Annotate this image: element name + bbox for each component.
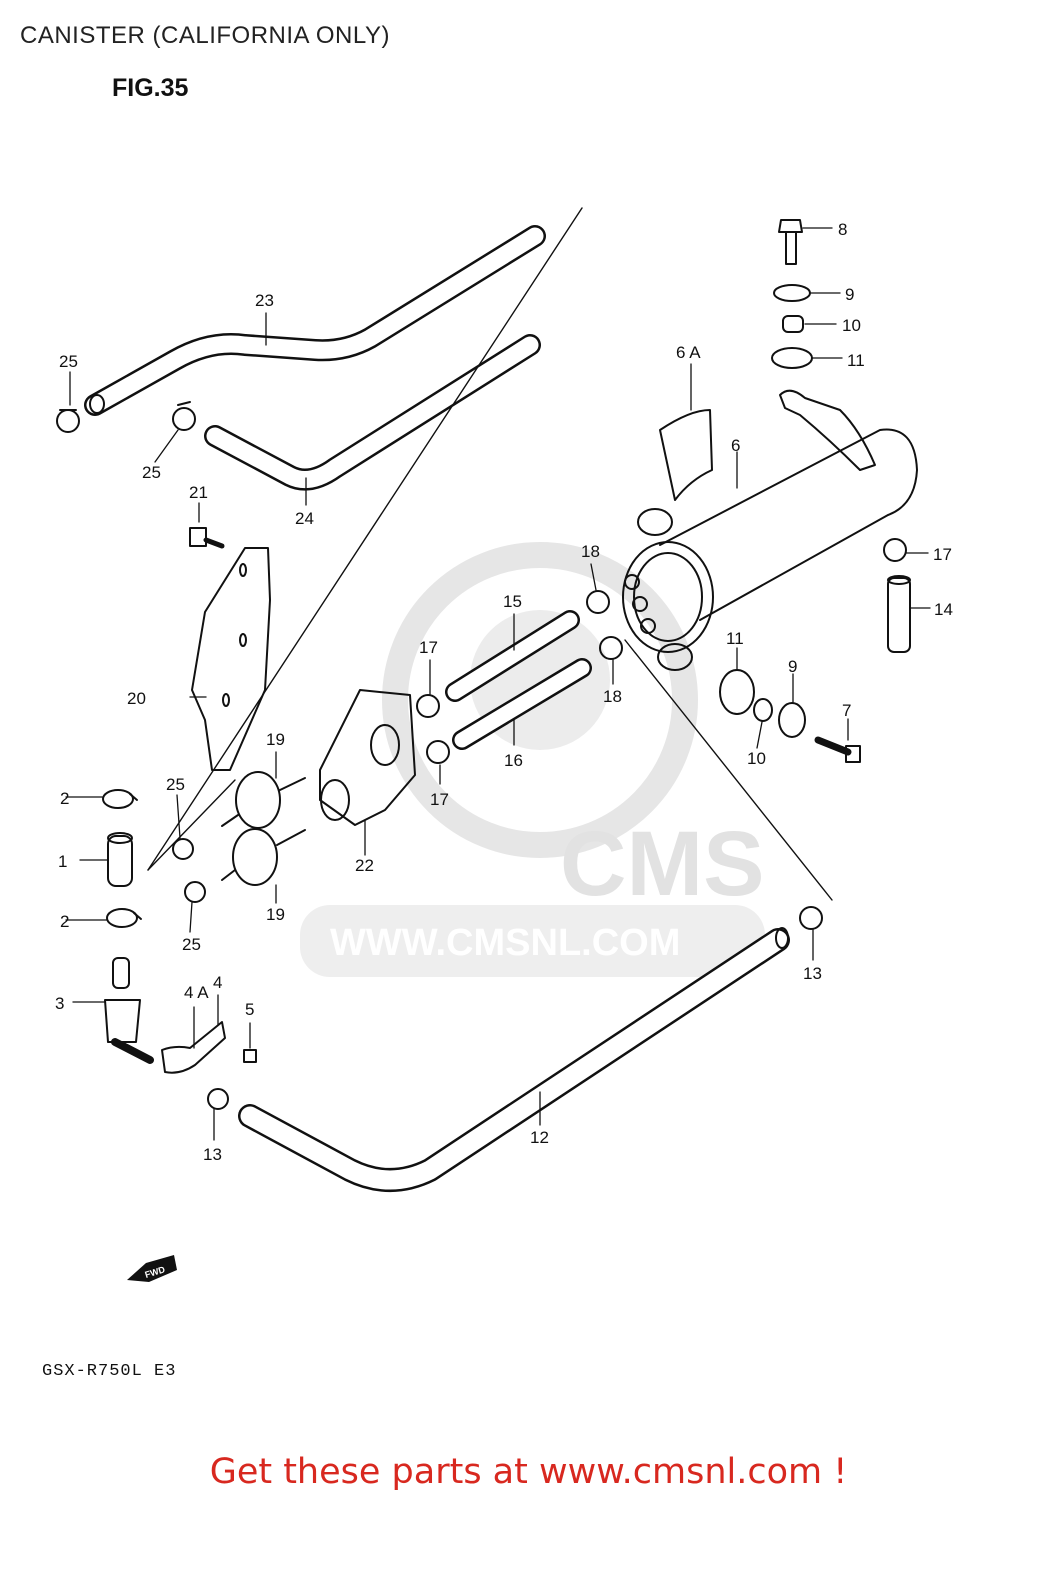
callout-3: 3 [55, 994, 64, 1013]
callout-4: 4 [213, 973, 222, 992]
callout-18a: 18 [581, 542, 600, 561]
callout-5: 5 [245, 1000, 254, 1019]
hose-12 [238, 927, 790, 1192]
hose-24 [204, 334, 541, 491]
callout-6: 6 [731, 436, 740, 455]
clamp-25-c [172, 838, 194, 860]
callout-4a: 4 A [184, 983, 209, 1002]
clamp-13-b [207, 1088, 229, 1110]
bracket-20 [191, 547, 271, 771]
hose-15 [445, 610, 580, 702]
callout-6a: 6 A [676, 343, 701, 362]
callout-24: 24 [295, 509, 314, 528]
callout-7: 7 [842, 701, 851, 720]
callout-25d: 25 [182, 935, 201, 954]
clamp-25-b [172, 401, 196, 431]
callouts: 1 2 2 3 4 A 4 5 6 A 6 7 8 9 9 10 10 11 1… [55, 220, 953, 1164]
hose-23 [84, 225, 546, 416]
bracket-4 [161, 1021, 226, 1074]
model-code: GSX-R750L E3 [42, 1362, 177, 1381]
hose-14 [887, 575, 911, 653]
figure-number: FIG.35 [112, 74, 189, 102]
clamp-18-a [586, 590, 610, 614]
bolt-7 [814, 736, 852, 756]
clamp-25-d [184, 881, 206, 903]
hose-1 [107, 832, 133, 887]
valve-3 [104, 957, 154, 1064]
watermark-logo: CMS [560, 813, 764, 915]
callout-25c: 25 [166, 775, 185, 794]
valve-19-top [221, 771, 306, 829]
callout-12: 12 [530, 1128, 549, 1147]
hose-16 [452, 658, 592, 750]
watermark: CMS WWW.CMSNL.COM [300, 542, 765, 977]
callout-10b: 10 [747, 749, 766, 768]
valve-19-bottom [221, 828, 306, 886]
callout-21: 21 [189, 483, 208, 502]
washer-9-bottom [778, 702, 806, 738]
callout-17b: 17 [419, 638, 438, 657]
callout-16: 16 [504, 751, 523, 770]
callout-10a: 10 [842, 316, 861, 335]
callout-20: 20 [127, 689, 146, 708]
clamp-18-b [599, 636, 623, 660]
clamp-2-top [102, 789, 138, 809]
callout-23: 23 [255, 291, 274, 310]
grommet-11-bottom [719, 669, 755, 715]
clamp-17-a [883, 538, 907, 562]
watermark-url: WWW.CMSNL.COM [330, 922, 680, 964]
buy-parts-link[interactable]: Get these parts at www.cmsnl.com ! [209, 1452, 848, 1492]
callout-13a: 13 [803, 964, 822, 983]
callout-13b: 13 [203, 1145, 222, 1164]
callout-18b: 18 [603, 687, 622, 706]
callout-19b: 19 [266, 905, 285, 924]
clamp-2-bottom [106, 908, 142, 928]
callout-8: 8 [838, 220, 847, 239]
clamp-25-a [56, 409, 80, 433]
callout-2a: 2 [60, 789, 69, 808]
callout-11a: 11 [847, 351, 865, 370]
washer-9-top [773, 284, 811, 302]
clamp-17-c [426, 740, 450, 764]
grommet-11-top [771, 347, 813, 369]
callout-9b: 9 [788, 657, 797, 676]
clamp-17-b [416, 694, 440, 718]
callout-25a: 25 [59, 352, 78, 371]
callout-25b: 25 [142, 463, 161, 482]
canister-6 [622, 389, 918, 671]
clamp-13-a [799, 906, 823, 930]
callout-17a: 17 [933, 545, 952, 564]
collar-10-top [782, 315, 804, 333]
callout-15: 15 [503, 592, 522, 611]
callout-11b: 11 [726, 629, 744, 648]
callout-2b: 2 [60, 912, 69, 931]
parts-diagram: CMS WWW.CMSNL.COM [55, 207, 953, 1192]
bolt-21 [189, 527, 225, 549]
page-title: CANISTER (CALIFORNIA ONLY) [20, 22, 390, 49]
callout-19a: 19 [266, 730, 285, 749]
callout-1: 1 [58, 852, 67, 871]
screw-5 [243, 1049, 257, 1063]
holder-22 [319, 689, 416, 826]
callout-9a: 9 [845, 285, 854, 304]
callout-22: 22 [355, 856, 374, 875]
collar-10-bottom [753, 698, 773, 722]
callout-14: 14 [934, 600, 953, 619]
callout-17c: 17 [430, 790, 449, 809]
bolt-8 [778, 219, 803, 265]
